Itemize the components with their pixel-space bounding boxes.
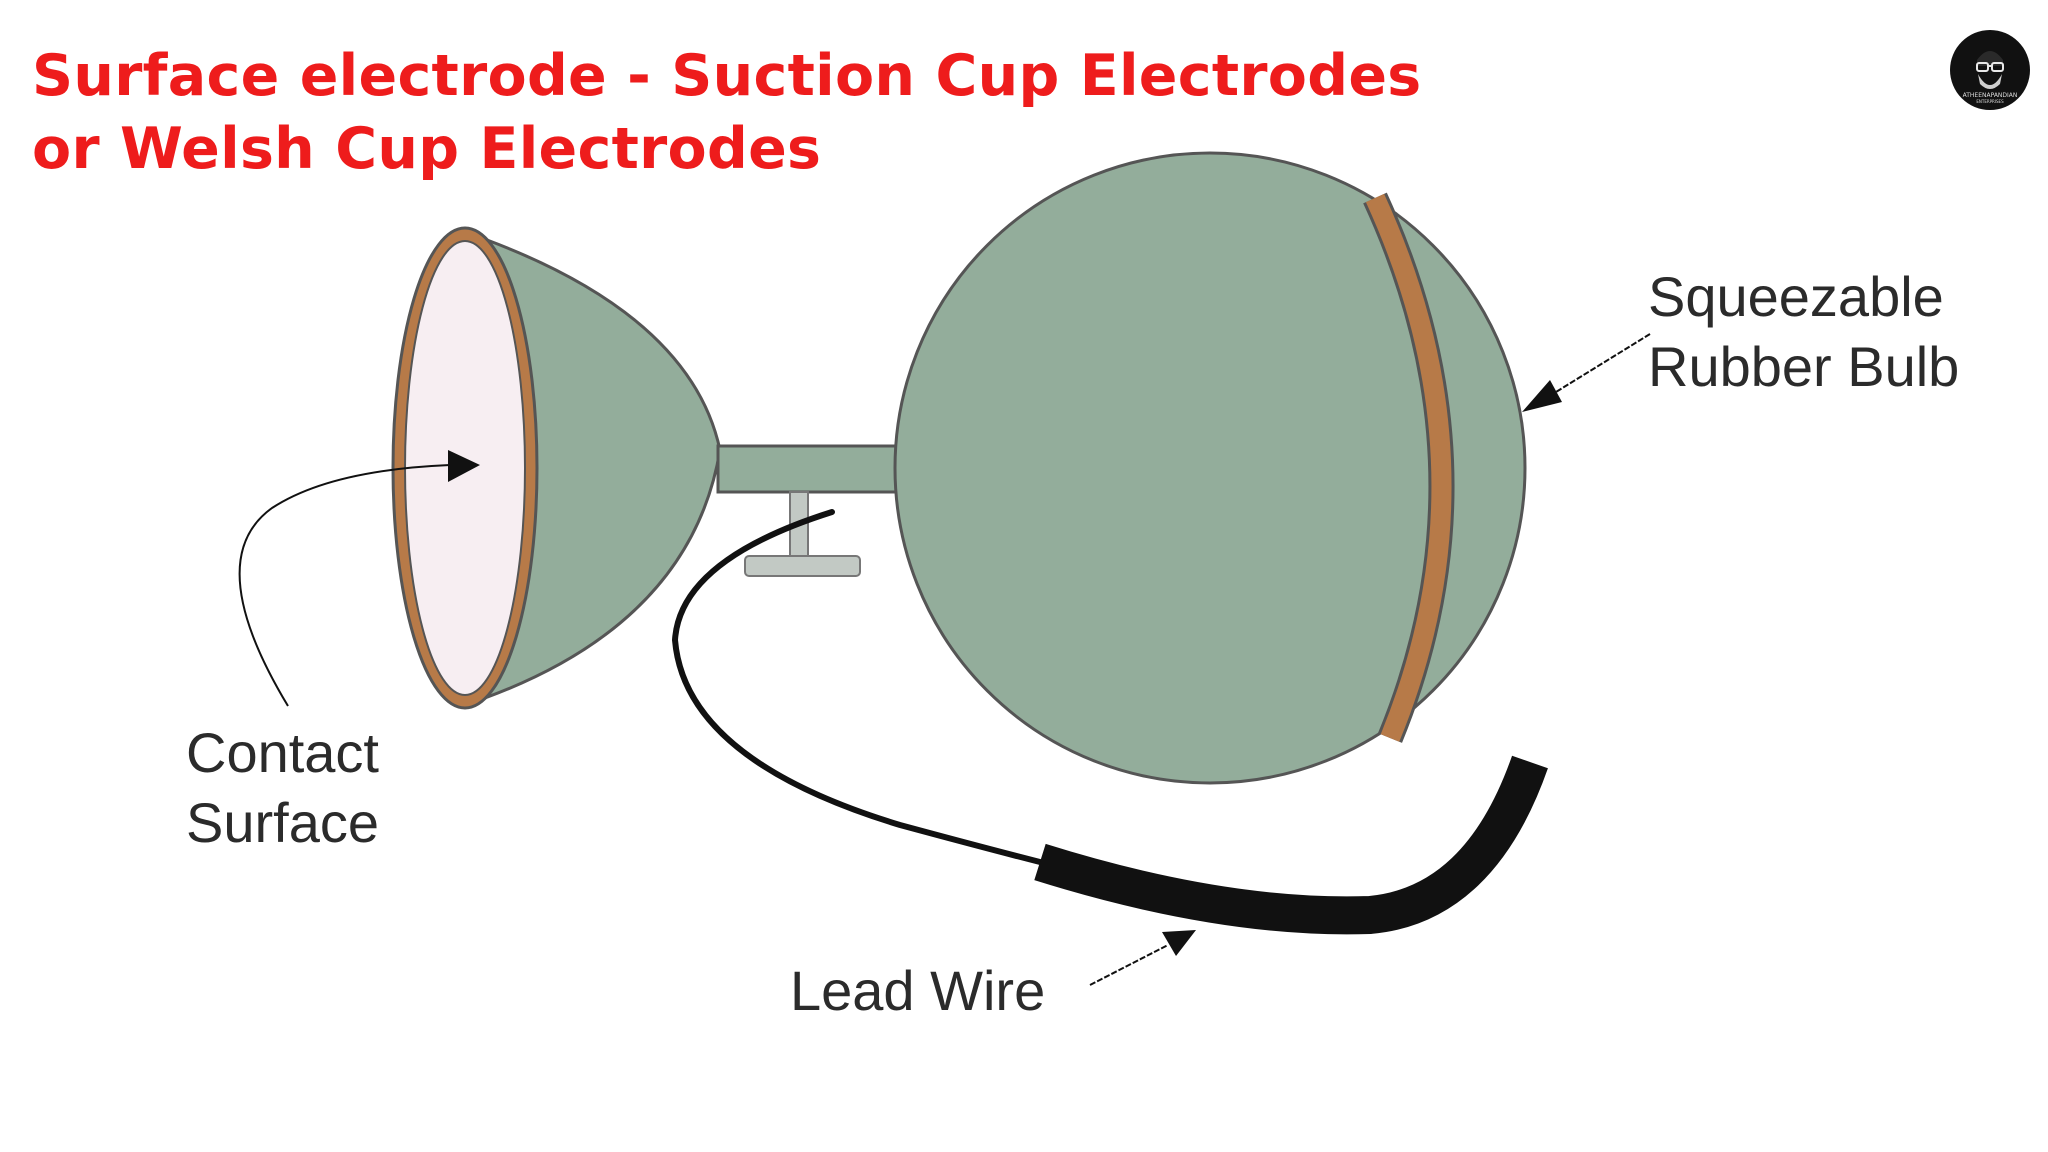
logo-subtext: ENTERPRISES [1976, 99, 2004, 104]
insulated-cable [1034, 755, 1548, 935]
lead-arrowhead [1162, 930, 1196, 956]
title-line-1: Surface electrode - Suction Cup Electrod… [32, 43, 1422, 109]
bulb-arrowhead [1522, 380, 1562, 412]
page-title: Surface electrode - Suction Cup Electrod… [32, 40, 1532, 186]
lead-wire [671, 509, 1043, 865]
terminal-plate [744, 555, 861, 577]
logo: ATHEENAPANDIAN ENTERPRISES [1950, 30, 2030, 110]
label-lead-wire: Lead Wire [790, 959, 1045, 1022]
contact-pointer-arrow [238, 464, 451, 707]
logo-text: ATHEENAPANDIAN [1963, 92, 2018, 99]
label-contact-line-2: Surface [186, 791, 379, 854]
bearded-man-glasses-icon [1976, 51, 2004, 89]
connecting-tube [716, 444, 905, 494]
lead-pointer-arrow [1089, 944, 1169, 986]
label-bulb-line-1: Squeezable [1648, 265, 1944, 328]
rubber-bulb [893, 151, 1527, 785]
title-line-2: or Welsh Cup Electrodes [32, 116, 822, 182]
label-bulb-line-2: Rubber Bulb [1648, 335, 1959, 398]
label-contact-line-1: Contact [186, 721, 379, 784]
contact-arrowhead [448, 450, 480, 482]
